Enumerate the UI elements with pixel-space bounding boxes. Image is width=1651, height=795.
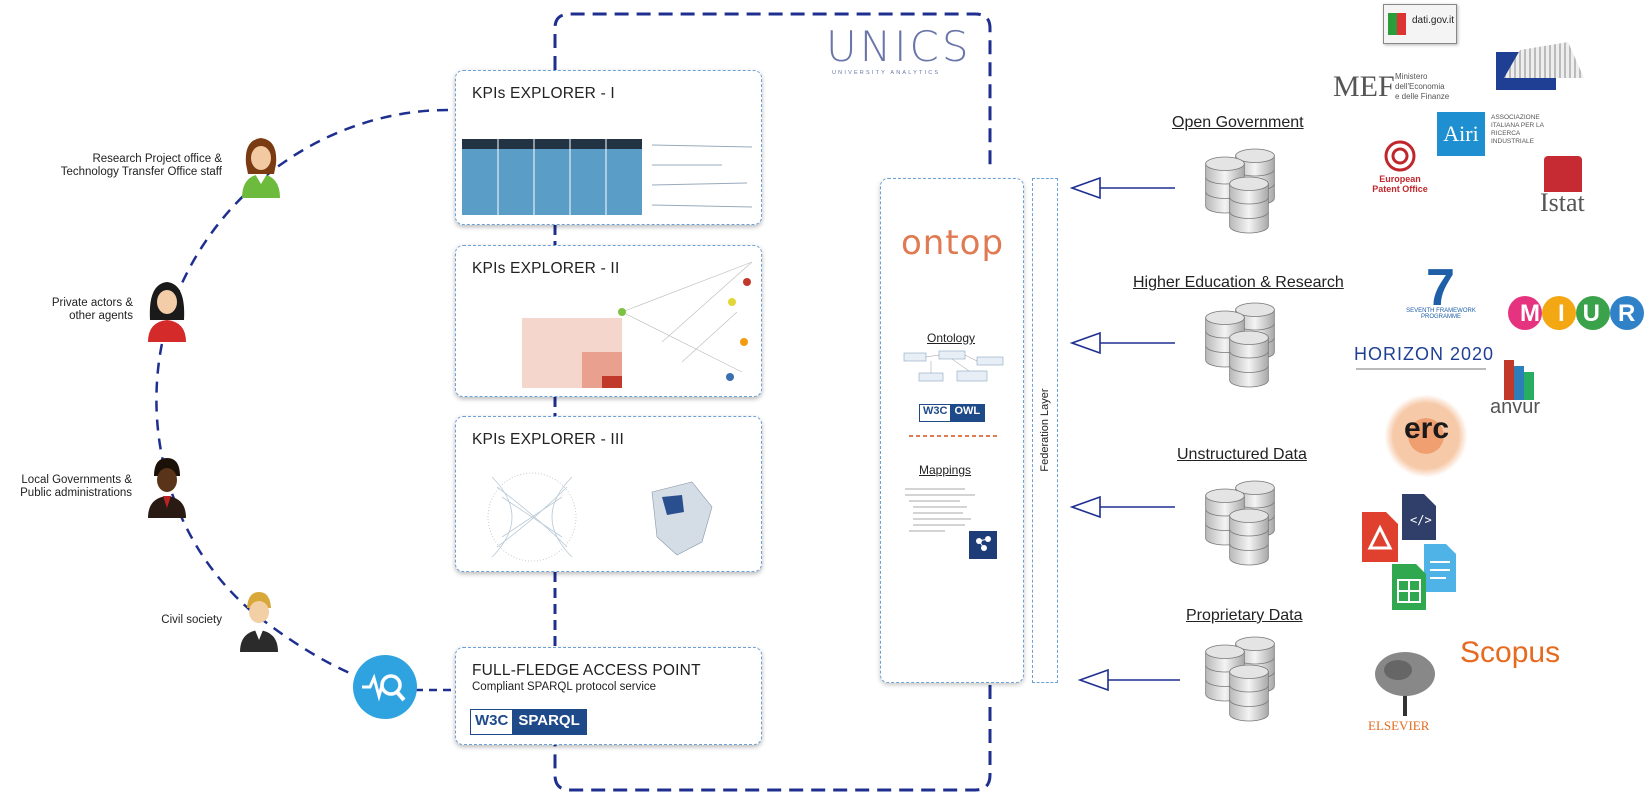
source-heading-higher-education: Higher Education & Research <box>1133 274 1344 291</box>
explorer-2-thumbnail <box>522 261 753 388</box>
unics-frame <box>553 12 992 168</box>
persona-label-local-gov: Local Governments &Public administration… <box>20 474 132 499</box>
anvur-logo: anvur <box>1490 360 1570 420</box>
ontology-heading: Ontology <box>927 331 976 345</box>
mef-logo: MEF Ministero dell'Economia e delle Fina… <box>1333 70 1450 103</box>
persona-label-research: Research Project office &Technology Tran… <box>60 153 222 178</box>
european-commission-logo <box>1496 38 1588 98</box>
source-arrows <box>1069 176 1180 692</box>
miur-logo: MIUR <box>1508 292 1646 332</box>
file-type-icons: </> <box>1362 494 1456 610</box>
source-heading-open-government: Open Government <box>1172 114 1304 131</box>
male-dark-avatar <box>148 458 186 518</box>
database-icon-open-government <box>1205 148 1275 234</box>
ontop-logo: ontop <box>901 223 1005 263</box>
kpis-explorer-2-panel[interactable]: KPIs EXPLORER - II <box>455 245 762 397</box>
w3c-owl-badge: W3C OWL <box>919 404 986 422</box>
code-file-icon: </> <box>1402 494 1436 540</box>
source-heading-unstructured: Unstructured Data <box>1177 446 1307 463</box>
persona-arc <box>155 108 449 680</box>
horizon-2020-logo: HORIZON 2020 <box>1354 330 1504 386</box>
unics-frame-bottom <box>553 685 992 792</box>
mappings-code-thumbnail <box>905 488 975 532</box>
panel-title: KPIs EXPLORER - III <box>472 431 624 448</box>
full-fledge-access-point-panel[interactable]: FULL-FLEDGE ACCESS POINT Compliant SPARQ… <box>455 647 762 745</box>
panel-title: FULL-FLEDGE ACCESS POINT <box>472 662 701 679</box>
database-icon-proprietary <box>1205 636 1275 722</box>
sparql-badge-label: SPARQL <box>512 710 586 734</box>
panel-subtitle: Compliant SPARQL protocol service <box>472 681 657 693</box>
svg-text:</>: </> <box>1410 513 1432 527</box>
panel-title: KPIs EXPLORER - II <box>472 260 620 277</box>
spreadsheet-file-icon <box>1392 564 1426 610</box>
airi-logo: Airi ASSOCIAZIONE ITALIANA PER LA RICERC… <box>1437 112 1567 158</box>
w3c-badge-label: W3C <box>471 710 513 734</box>
persona-label-civil: Civil society <box>161 614 222 626</box>
r2rml-icon <box>969 531 997 559</box>
divider-dashed-orange <box>909 435 999 437</box>
ontology-diagram-thumbnail <box>903 350 1004 382</box>
istat-logo: Istat <box>1538 156 1590 220</box>
database-icon-unstructured <box>1205 480 1275 566</box>
federation-box: ontop Ontology W3C OWL Mappings <box>880 178 1024 683</box>
federation-layer-label: Federation Layer <box>1039 388 1051 472</box>
european-patent-office-logo: European Patent Office <box>1370 140 1430 210</box>
kpis-explorer-3-panel[interactable]: KPIs EXPLORER - III <box>455 416 762 572</box>
w3c-label: W3C <box>920 405 951 421</box>
mappings-heading: Mappings <box>919 463 972 477</box>
kpis-explorer-1-panel[interactable]: KPIs EXPLORER - I <box>455 70 762 225</box>
unics-tagline: UNIVERSITY ANALYTICS <box>832 70 941 76</box>
explorer-3-thumbnail <box>487 472 713 562</box>
database-icon-higher-education <box>1205 302 1275 388</box>
elsevier-logo: ELSEVIER <box>1368 650 1442 738</box>
panel-title: KPIs EXPLORER - I <box>472 85 615 102</box>
w3c-sparql-badge: W3C SPARQL <box>470 709 587 735</box>
explorer-1-thumbnail <box>462 139 753 215</box>
unics-logo: UNICS <box>826 22 972 71</box>
erc-logo: erc <box>1384 394 1468 478</box>
female-researcher-avatar <box>242 138 280 198</box>
pdf-file-icon <box>1362 512 1398 562</box>
sparql-search-icon[interactable] <box>352 654 418 720</box>
dati-gov-logo: dati.gov.it <box>1383 4 1457 44</box>
fp7-logo: 7 SEVENTH FRAMEWORK PROGRAMME <box>1406 259 1476 320</box>
persona-label-private: Private actors &other agents <box>51 297 133 322</box>
female-dark-hair-avatar <box>148 282 186 342</box>
male-blond-avatar <box>240 592 278 652</box>
doc-file-icon <box>1424 544 1456 592</box>
source-heading-proprietary: Proprietary Data <box>1186 607 1303 624</box>
owl-label: OWL <box>950 405 985 421</box>
scopus-logo: Scopus <box>1460 636 1561 669</box>
federation-layer-bar <box>1032 178 1058 683</box>
